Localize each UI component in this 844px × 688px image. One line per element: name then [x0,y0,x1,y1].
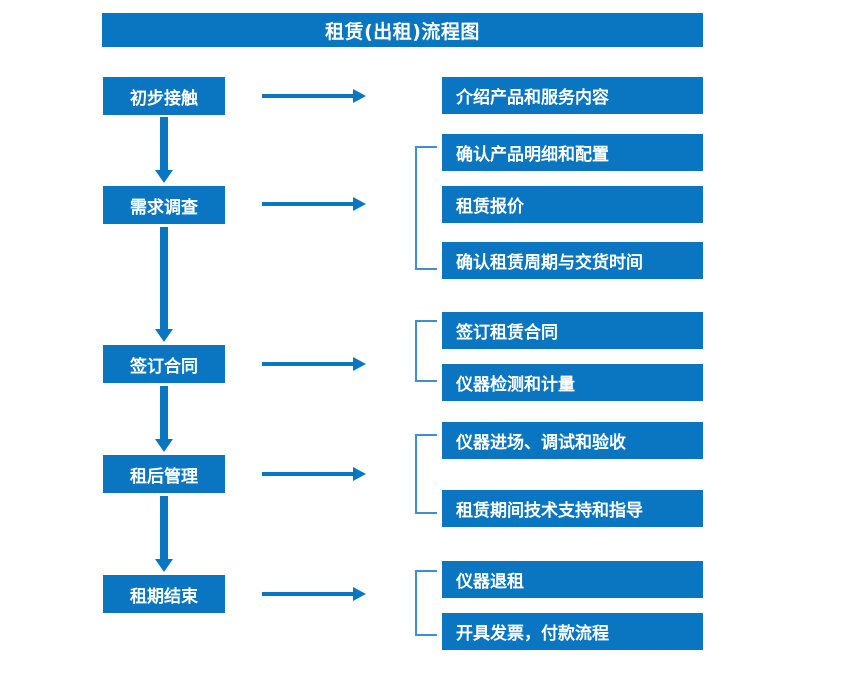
detail-box[interactable]: 仪器退租 [442,561,703,598]
page-title: 租赁(出租)流程图 [102,13,703,47]
arrow-stage-3-to-details-icon [262,357,366,371]
detail-box[interactable]: 租赁报价 [442,186,703,223]
arrow-stage-2-to-details-icon [262,197,366,211]
arrow-stage-5-to-details-icon [262,587,366,601]
arrow-shaft [160,496,168,560]
stage-box[interactable]: 初步接触 [103,77,225,115]
arrow-stage-2-to-stage-3-icon [155,227,173,342]
stage-box[interactable]: 租期结束 [103,575,225,613]
detail-box[interactable]: 仪器进场、调试和验收 [442,422,703,459]
arrow-head [155,170,173,183]
arrow-shaft [262,202,354,206]
detail-box[interactable]: 确认产品明细和配置 [442,134,703,171]
arrow-head [353,357,366,371]
detail-box[interactable]: 仪器检测和计量 [442,364,703,401]
arrow-head [353,587,366,601]
arrow-shaft [262,472,354,476]
arrow-shaft [262,592,354,596]
bracket-group-rental-end [415,570,437,636]
arrow-stage-4-to-details-icon [262,467,366,481]
arrow-shaft [160,227,168,330]
arrow-head [155,559,173,572]
bracket-group-needs-survey [415,146,437,270]
arrow-shaft [262,94,354,98]
bracket-group-post-rental [415,434,437,514]
arrow-shaft [160,117,168,171]
arrow-shaft [160,386,168,440]
stage-box[interactable]: 签订合同 [103,345,225,383]
detail-box[interactable]: 开具发票，付款流程 [442,613,703,650]
detail-box[interactable]: 确认租赁周期与交货时间 [442,242,703,279]
bracket-group-contract [415,320,437,382]
arrow-stage-4-to-stage-5-icon [155,496,173,572]
arrow-stage-1-to-stage-2-icon [155,117,173,183]
stage-box[interactable]: 需求调查 [103,186,225,224]
arrow-stage-3-to-stage-4-icon [155,386,173,452]
arrow-head [155,439,173,452]
arrow-head [353,89,366,103]
detail-box[interactable]: 介绍产品和服务内容 [442,77,703,114]
arrow-stage-1-to-details-icon [262,89,366,103]
arrow-head [155,329,173,342]
stage-box[interactable]: 租后管理 [103,455,225,493]
detail-box[interactable]: 签订租赁合同 [442,312,703,349]
arrow-shaft [262,362,354,366]
detail-box[interactable]: 租赁期间技术支持和指导 [442,490,703,527]
arrow-head [353,197,366,211]
arrow-head [353,467,366,481]
